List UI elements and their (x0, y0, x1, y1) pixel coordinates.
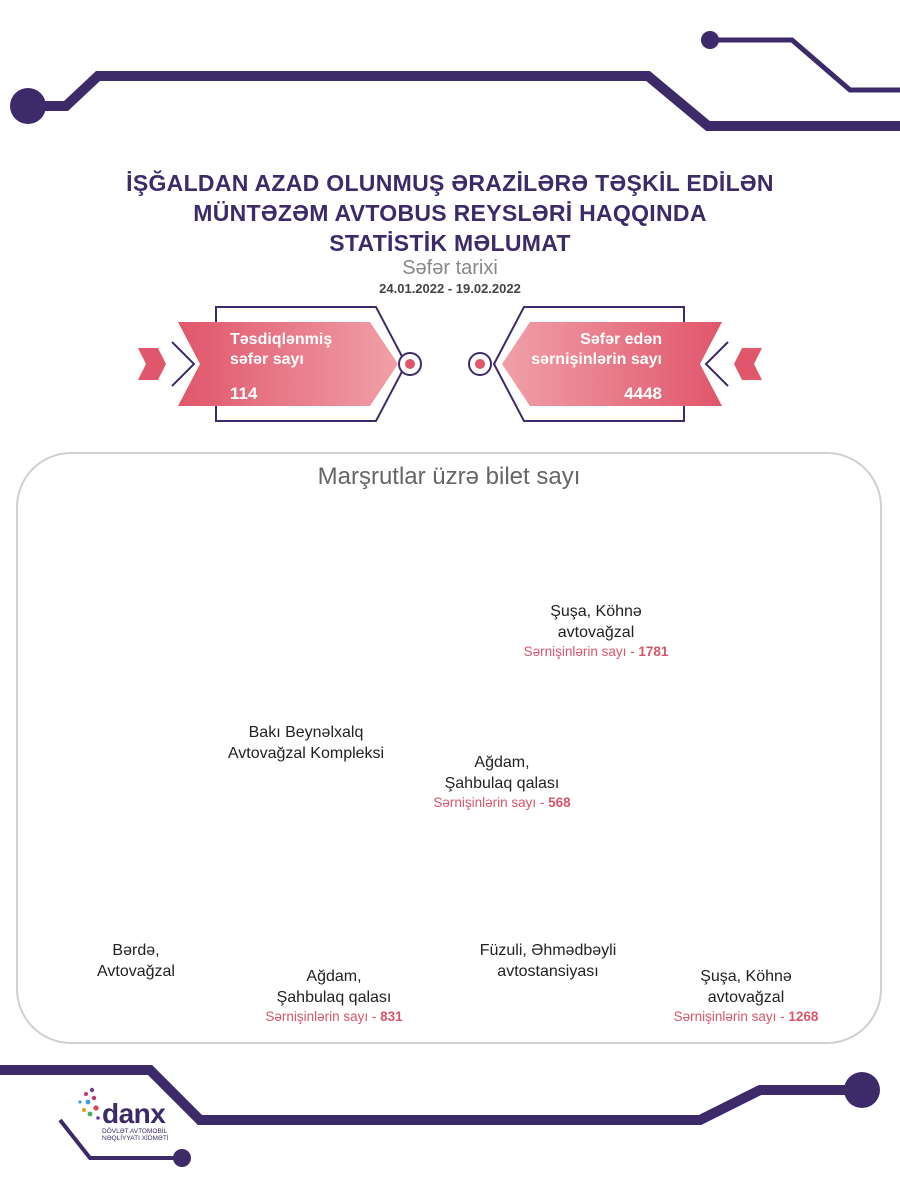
destination-shusha-1: Şuşa, Köhnə avtovağzal Sərnişinlərin say… (496, 601, 696, 661)
trip-date-range: 24.01.2022 - 19.02.2022 (379, 281, 521, 296)
origin-line-1: Füzuli, Əhmədbəyli (479, 942, 617, 959)
destination-line-2: avtovağzal (707, 989, 785, 1006)
destination-line-1: Ağdam, (474, 754, 530, 771)
stat-ribbon-left (138, 306, 422, 422)
top-circuit-decoration (10, 31, 900, 131)
logo-subtitle-line-1: DÖVLƏT AVTOMOBİL (102, 1128, 168, 1135)
origin-line-2: Avtovağzal (97, 963, 175, 980)
destination-line-2: Şahbulaq qalası (276, 989, 392, 1006)
stat-confirmed-trips-value: 114 (230, 384, 258, 403)
destination-aghdam-2: Ağdam, Şahbulaq qalası Sərnişinlərin say… (234, 966, 434, 1026)
logo-subtitle: DÖVLƏT AVTOMOBİL NƏQLİYYATI XİDMƏTİ (102, 1128, 182, 1142)
trip-date-label: Səfər tarixi (402, 257, 498, 279)
stat-label-line-2: sərnişinlərin sayı (531, 351, 662, 368)
title-line-3: STATİSTİK MƏLUMAT (329, 230, 571, 256)
title-line-2: MÜNTƏZƏM AVTOBUS REYSLƏRİ HAQQINDA (193, 200, 707, 226)
danx-logo-icon (78, 1087, 100, 1120)
destination-line-2: Şahbulaq qalası (444, 775, 560, 792)
origin-baku: Bakı Beynəlxalq Avtovağzal Kompleksi (196, 722, 416, 764)
stat-label-line-1: Təsdiqlənmiş (230, 331, 333, 348)
destination-aghdam-1: Ağdam, Şahbulaq qalası Sərnişinlərin say… (402, 752, 602, 812)
stat-confirmed-trips: Təsdiqlənmiş səfər sayı (230, 330, 332, 370)
routes-panel-title: Marşrutlar üzrə bilet sayı (317, 463, 581, 490)
destination-shusha-2: Şuşa, Köhnə avtovağzal Sərnişinlərin say… (646, 966, 846, 1026)
stat-ribbon-right (468, 306, 762, 422)
logo-name: danx (102, 1098, 166, 1129)
title-line-1: İŞĞALDAN AZAD OLUNMUŞ ƏRAZİLƏRƏ TƏŞKİL E… (126, 170, 774, 196)
origin-fuzuli: Füzuli, Əhmədbəyli avtostansiyası (448, 940, 648, 982)
origin-line-1: Bərdə, (112, 942, 160, 959)
destination-line-2: avtovağzal (557, 624, 635, 641)
passenger-count: Sərnişinlərin sayı - 1268 (673, 1009, 819, 1024)
passenger-count: Sərnişinlərin sayı - 568 (433, 795, 571, 810)
origin-line-1: Bakı Beynəlxalq (248, 724, 364, 741)
logo-subtitle-line-2: NƏQLİYYATI XİDMƏTİ (102, 1135, 169, 1142)
stat-label-line-1: Səfər edən (580, 331, 662, 348)
passenger-count: Sərnişinlərin sayı - 831 (265, 1009, 403, 1024)
stat-passengers-value: 4448 (624, 384, 662, 403)
stat-label-line-2: səfər sayı (230, 351, 304, 368)
stat-passengers: Səfər edən sərnişinlərin sayı (520, 330, 662, 370)
routes-panel (16, 452, 882, 1044)
destination-line-1: Şuşa, Köhnə (550, 603, 642, 620)
destination-line-1: Ağdam, (306, 968, 362, 985)
page-title: İŞĞALDAN AZAD OLUNMUŞ ƏRAZİLƏRƏ TƏŞKİL E… (90, 168, 810, 258)
bottom-circuit-decoration (0, 1065, 880, 1167)
origin-barda: Bərdə, Avtovağzal (56, 940, 216, 982)
destination-line-1: Şuşa, Köhnə (700, 968, 792, 985)
origin-line-2: avtostansiyası (497, 963, 599, 980)
origin-line-2: Avtovağzal Kompleksi (227, 745, 385, 762)
passenger-count: Sərnişinlərin sayı - 1781 (523, 644, 669, 659)
